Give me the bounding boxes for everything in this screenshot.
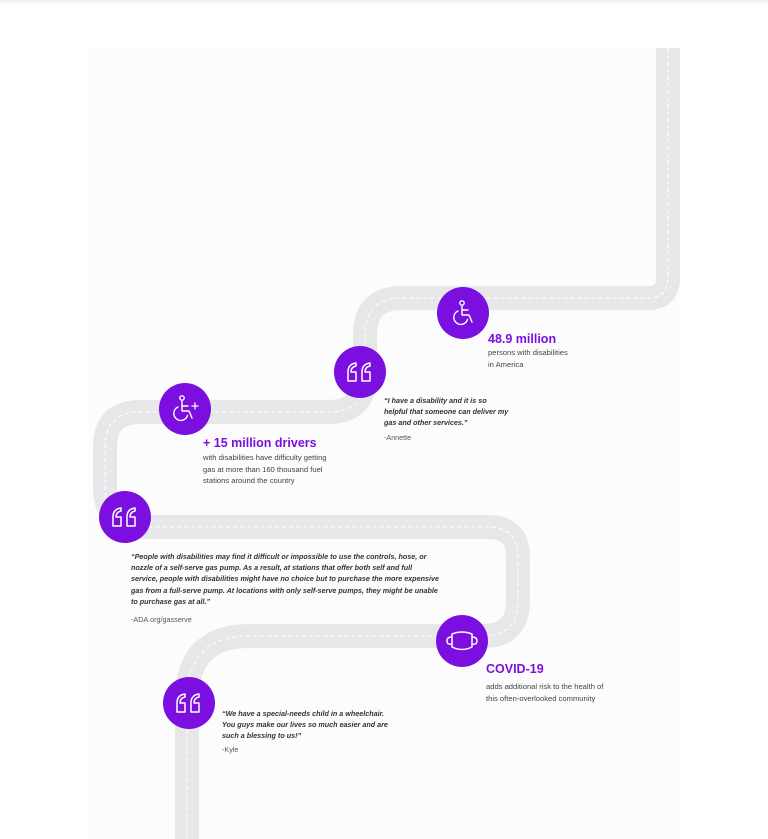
top-edge-shadow <box>0 0 768 4</box>
stat-title-covid: COVID-19 <box>486 662 544 676</box>
wheelchair-icon <box>453 300 473 326</box>
wheelchair-plus-marker <box>159 383 211 435</box>
quote-marker-annette <box>334 346 386 398</box>
quote-marker-kyle <box>163 677 215 729</box>
wheelchair-plus-icon <box>173 395 199 422</box>
wheelchair-marker <box>437 287 489 339</box>
stat-title-disabilities: 48.9 million <box>488 332 557 346</box>
stat-desc-covid: adds additional risk to the health of th… <box>486 682 604 703</box>
quote-author-ada: -ADA.org/gasserve <box>131 615 192 624</box>
quote-icon <box>112 507 136 527</box>
stat-title-drivers: + 15 million drivers <box>203 436 317 450</box>
quote-text-kyle: “We have a special-needs child in a whee… <box>222 709 388 741</box>
quote-text-ada: “People with disabilities may find it di… <box>131 552 439 606</box>
stat-desc-drivers: with disabilities have difficulty gettin… <box>203 453 327 485</box>
quote-icon <box>176 693 200 713</box>
face-mask-marker <box>436 615 488 667</box>
quote-icon <box>347 362 371 382</box>
stat-desc-disabilities: persons with disabilities in America <box>488 348 568 369</box>
face-mask-icon <box>446 631 478 651</box>
quote-author-kyle: -Kyle <box>222 745 239 754</box>
quote-marker-ada <box>99 491 151 543</box>
quote-text-annette: “I have a disability and it is so helpfu… <box>384 396 509 428</box>
road-center-dashes <box>104 48 669 839</box>
quote-author-annette: -Annette <box>384 433 412 442</box>
